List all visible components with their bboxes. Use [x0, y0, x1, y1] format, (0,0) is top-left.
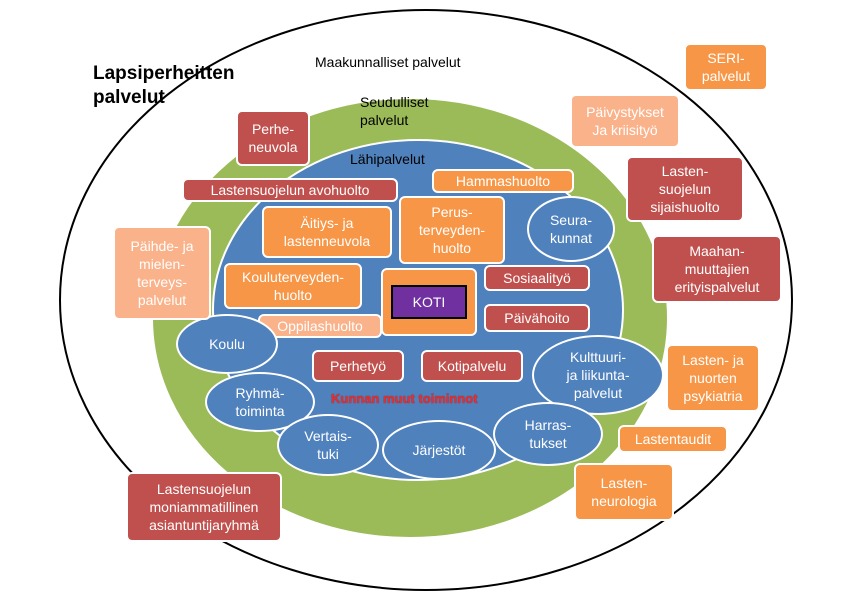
koti-center: KOTI	[391, 285, 467, 319]
harrastukset-oval: Harras- tukset	[493, 402, 603, 466]
paihde-mielenterveyspalvelut-box: Päihde- ja mielen- terveys- palvelut	[113, 226, 211, 320]
kouluterveydenhuolto-box: Kouluterveyden- huolto	[224, 263, 362, 309]
koulu-oval: Koulu	[176, 314, 278, 374]
lasten-nuorten-psykiatria-box: Lasten- ja nuorten psykiatria	[666, 344, 760, 412]
lastensuojelun-sijaishuolto-box: Lasten- suojelun sijaishuolto	[626, 156, 744, 222]
ryhmatoiminta-oval: Ryhmä- toiminta	[205, 372, 315, 432]
lastensuojelun-avohuolto-box: Lastensuojelun avohuolto	[182, 178, 398, 202]
kotipalvelu-box: Kotipalvelu	[421, 350, 523, 382]
lastenneurologia-box: Lasten- neurologia	[574, 463, 674, 521]
aitiys-lastenneuvola-box: Äitiys- ja lastenneuvola	[262, 206, 392, 258]
sosiaalityo-box: Sosiaalityö	[484, 265, 590, 291]
kulttuuri-liikunta-oval: Kulttuuri- ja liikunta- palvelut	[532, 335, 664, 415]
lahipalvelut-label: Lähipalvelut	[350, 151, 425, 167]
maakunnalliset-label: Maakunnalliset palvelut	[315, 54, 461, 70]
perheneuvola-box: Perhe- neuvola	[236, 110, 310, 166]
hammashuolto-box: Hammashuolto	[432, 169, 574, 193]
paivystykset-kriisityo-box: Päivystykset Ja kriisityö	[570, 94, 680, 148]
kunnan-muut-toiminnot-label: Kunnan muut toiminnot	[331, 391, 478, 406]
maahanmuuttajien-erityispalvelut-box: Maahan- muuttajien erityispalvelut	[652, 235, 782, 303]
diagram-title: Lapsiperheitten palvelut	[93, 63, 235, 108]
lastentaudit-box: Lastentaudit	[618, 425, 728, 453]
perusterveydenhuolto-box: Perus- terveyden- huolto	[399, 196, 505, 264]
seurakunnat-oval: Seura- kunnat	[527, 196, 615, 262]
vertaistuki-oval: Vertais- tuki	[277, 414, 379, 476]
seri-palvelut-box: SERI- palvelut	[684, 43, 768, 91]
perhetyo-box: Perhetyö	[312, 350, 404, 382]
jarjestot-oval: Järjestöt	[382, 420, 496, 480]
lastensuojelun-asiantuntijaryhma-box: Lastensuojelun moniammatillinen asiantun…	[126, 472, 282, 542]
paivahoito-box: Päivähoito	[484, 304, 590, 332]
oppilashuolto-box: Oppilashuolto	[258, 314, 382, 338]
seudulliset-label: Seudulliset palvelut	[360, 94, 429, 128]
